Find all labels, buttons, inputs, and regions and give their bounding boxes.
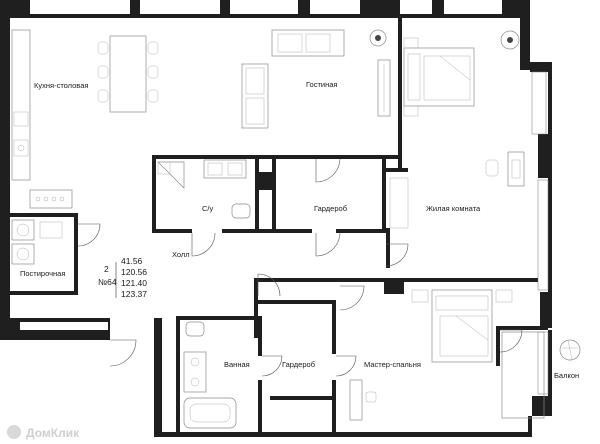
info-number: №64 (98, 277, 117, 287)
label-laundry: Постирочная (20, 269, 65, 278)
label-wardrobe-2: Гардероб (282, 360, 315, 369)
bedroom-furniture (389, 30, 525, 229)
label-living: Гостиная (306, 80, 337, 89)
room-labels: Кухня-столовая Гостиная С/у Гардероб Жил… (20, 80, 579, 380)
windows (531, 71, 549, 395)
label-balcony: Балкон (554, 371, 579, 380)
info-area-1: 41.56 (121, 256, 143, 266)
watermark: ДомКлик (7, 425, 80, 440)
info-area-2: 120.56 (121, 267, 147, 277)
walls (0, 0, 552, 437)
laundry-furniture (11, 219, 63, 265)
label-hall: Холл (172, 250, 190, 259)
info-area-4: 123.37 (121, 289, 147, 299)
info-area-3: 121.40 (121, 278, 147, 288)
label-washroom: Ванная (224, 360, 250, 369)
washroom-furniture (183, 321, 237, 429)
label-kitchen: Кухня-столовая (34, 81, 88, 90)
wardrobe-1-furniture (315, 158, 341, 257)
watermark-text: ДомКлик (26, 426, 80, 440)
balcony-furniture (501, 331, 581, 419)
label-master: Мастер-спальня (364, 360, 421, 369)
doors (77, 223, 523, 377)
apartment-info: 2 №64 41.56 120.56 121.40 123.37 (98, 256, 147, 299)
kitchen-furniture (11, 29, 159, 209)
bathroom-furniture (157, 159, 251, 219)
label-bathroom: С/у (202, 204, 214, 213)
label-bedroom: Жилая комната (426, 204, 481, 213)
info-floor: 2 (104, 264, 109, 274)
label-wardrobe-1: Гардероб (314, 204, 347, 213)
living-furniture (241, 29, 391, 129)
master-furniture (349, 289, 513, 421)
